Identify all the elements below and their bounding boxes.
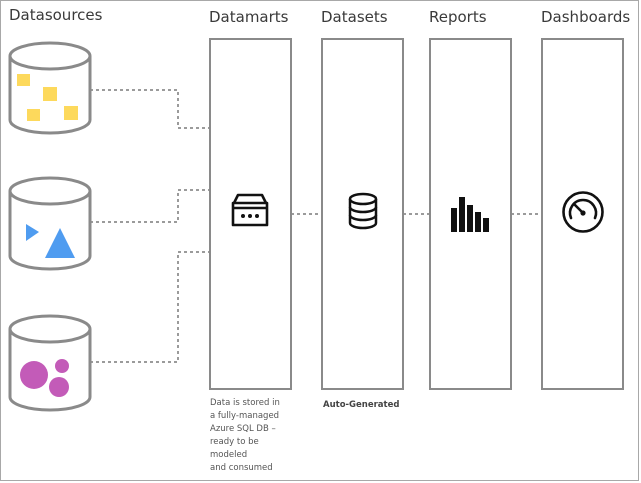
note-line: Azure SQL DB – bbox=[210, 424, 276, 434]
heading-datasources: Datasources bbox=[9, 6, 103, 24]
connector-source-3 bbox=[90, 251, 209, 363]
gauge-icon bbox=[562, 191, 604, 233]
connector-source-2 bbox=[90, 189, 209, 223]
heading-reports: Reports bbox=[429, 8, 487, 26]
datasets-column bbox=[321, 38, 404, 390]
note-line: Data is stored in bbox=[210, 398, 280, 408]
heading-dashboards: Dashboards bbox=[541, 8, 631, 26]
database-icon bbox=[348, 192, 378, 230]
database-squares-icon bbox=[8, 41, 92, 135]
datamarts-column bbox=[209, 38, 292, 390]
bar-chart-icon bbox=[451, 197, 489, 232]
datamarts-note: Data is stored in a fully-managed Azure … bbox=[210, 397, 280, 475]
heading-datamarts: Datamarts bbox=[209, 8, 289, 26]
connector-source-1 bbox=[90, 89, 209, 129]
database-circles-icon bbox=[8, 314, 92, 412]
note-line: ready to be bbox=[210, 437, 259, 447]
note-line: and consumed bbox=[210, 463, 273, 473]
storefront-icon bbox=[231, 193, 269, 227]
dashed-connectors bbox=[90, 89, 541, 363]
note-line: a fully-managed bbox=[210, 411, 280, 421]
database-shapes-icon bbox=[8, 176, 92, 271]
heading-datasets: Datasets bbox=[321, 8, 388, 26]
datasets-note: Auto-Generated bbox=[323, 400, 400, 410]
note-line: modeled bbox=[210, 450, 248, 460]
